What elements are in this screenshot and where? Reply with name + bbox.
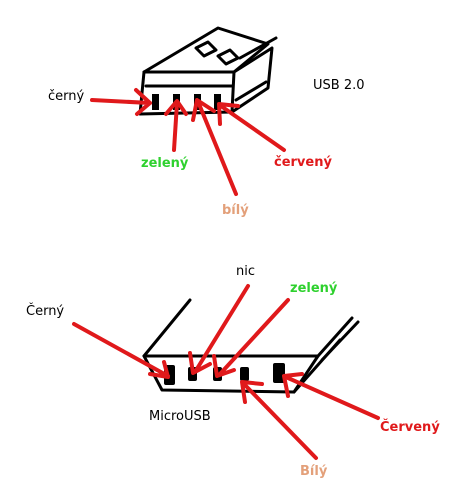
microusb-label-green: zelený: [290, 281, 338, 296]
microusb-label-none: nic: [236, 264, 255, 279]
usb2-arrows: [90, 88, 286, 196]
microusb-label-black: Černý: [26, 304, 65, 319]
microusb-title: MicroUSB: [149, 409, 211, 424]
microusb-label-white: Bílý: [300, 464, 328, 479]
microusb-arrow-red: [282, 372, 380, 420]
usb2-label-black: černý: [48, 89, 85, 104]
usb2-label-white: bílý: [222, 203, 249, 218]
usb2-connector-drawing: [138, 26, 278, 116]
usb2-arrow-red: [217, 102, 286, 152]
usb2-arrow-white: [191, 98, 238, 196]
usb2-label-green: zelený: [141, 156, 189, 171]
microusb-connector-drawing: [142, 298, 360, 394]
microusb-arrow-green: [212, 298, 290, 378]
microusb-arrow-white: [240, 380, 318, 460]
usb2-arrow-black: [90, 88, 152, 116]
usb2-arrow-green: [164, 99, 188, 152]
microusb-arrows: [72, 284, 380, 460]
usb2-label-red: červený: [274, 155, 332, 170]
microusb-label-red: Červený: [380, 420, 440, 435]
microusb-arrow-none: [188, 284, 250, 375]
microusb-arrow-black: [72, 322, 170, 379]
usb2-title: USB 2.0: [313, 78, 365, 93]
